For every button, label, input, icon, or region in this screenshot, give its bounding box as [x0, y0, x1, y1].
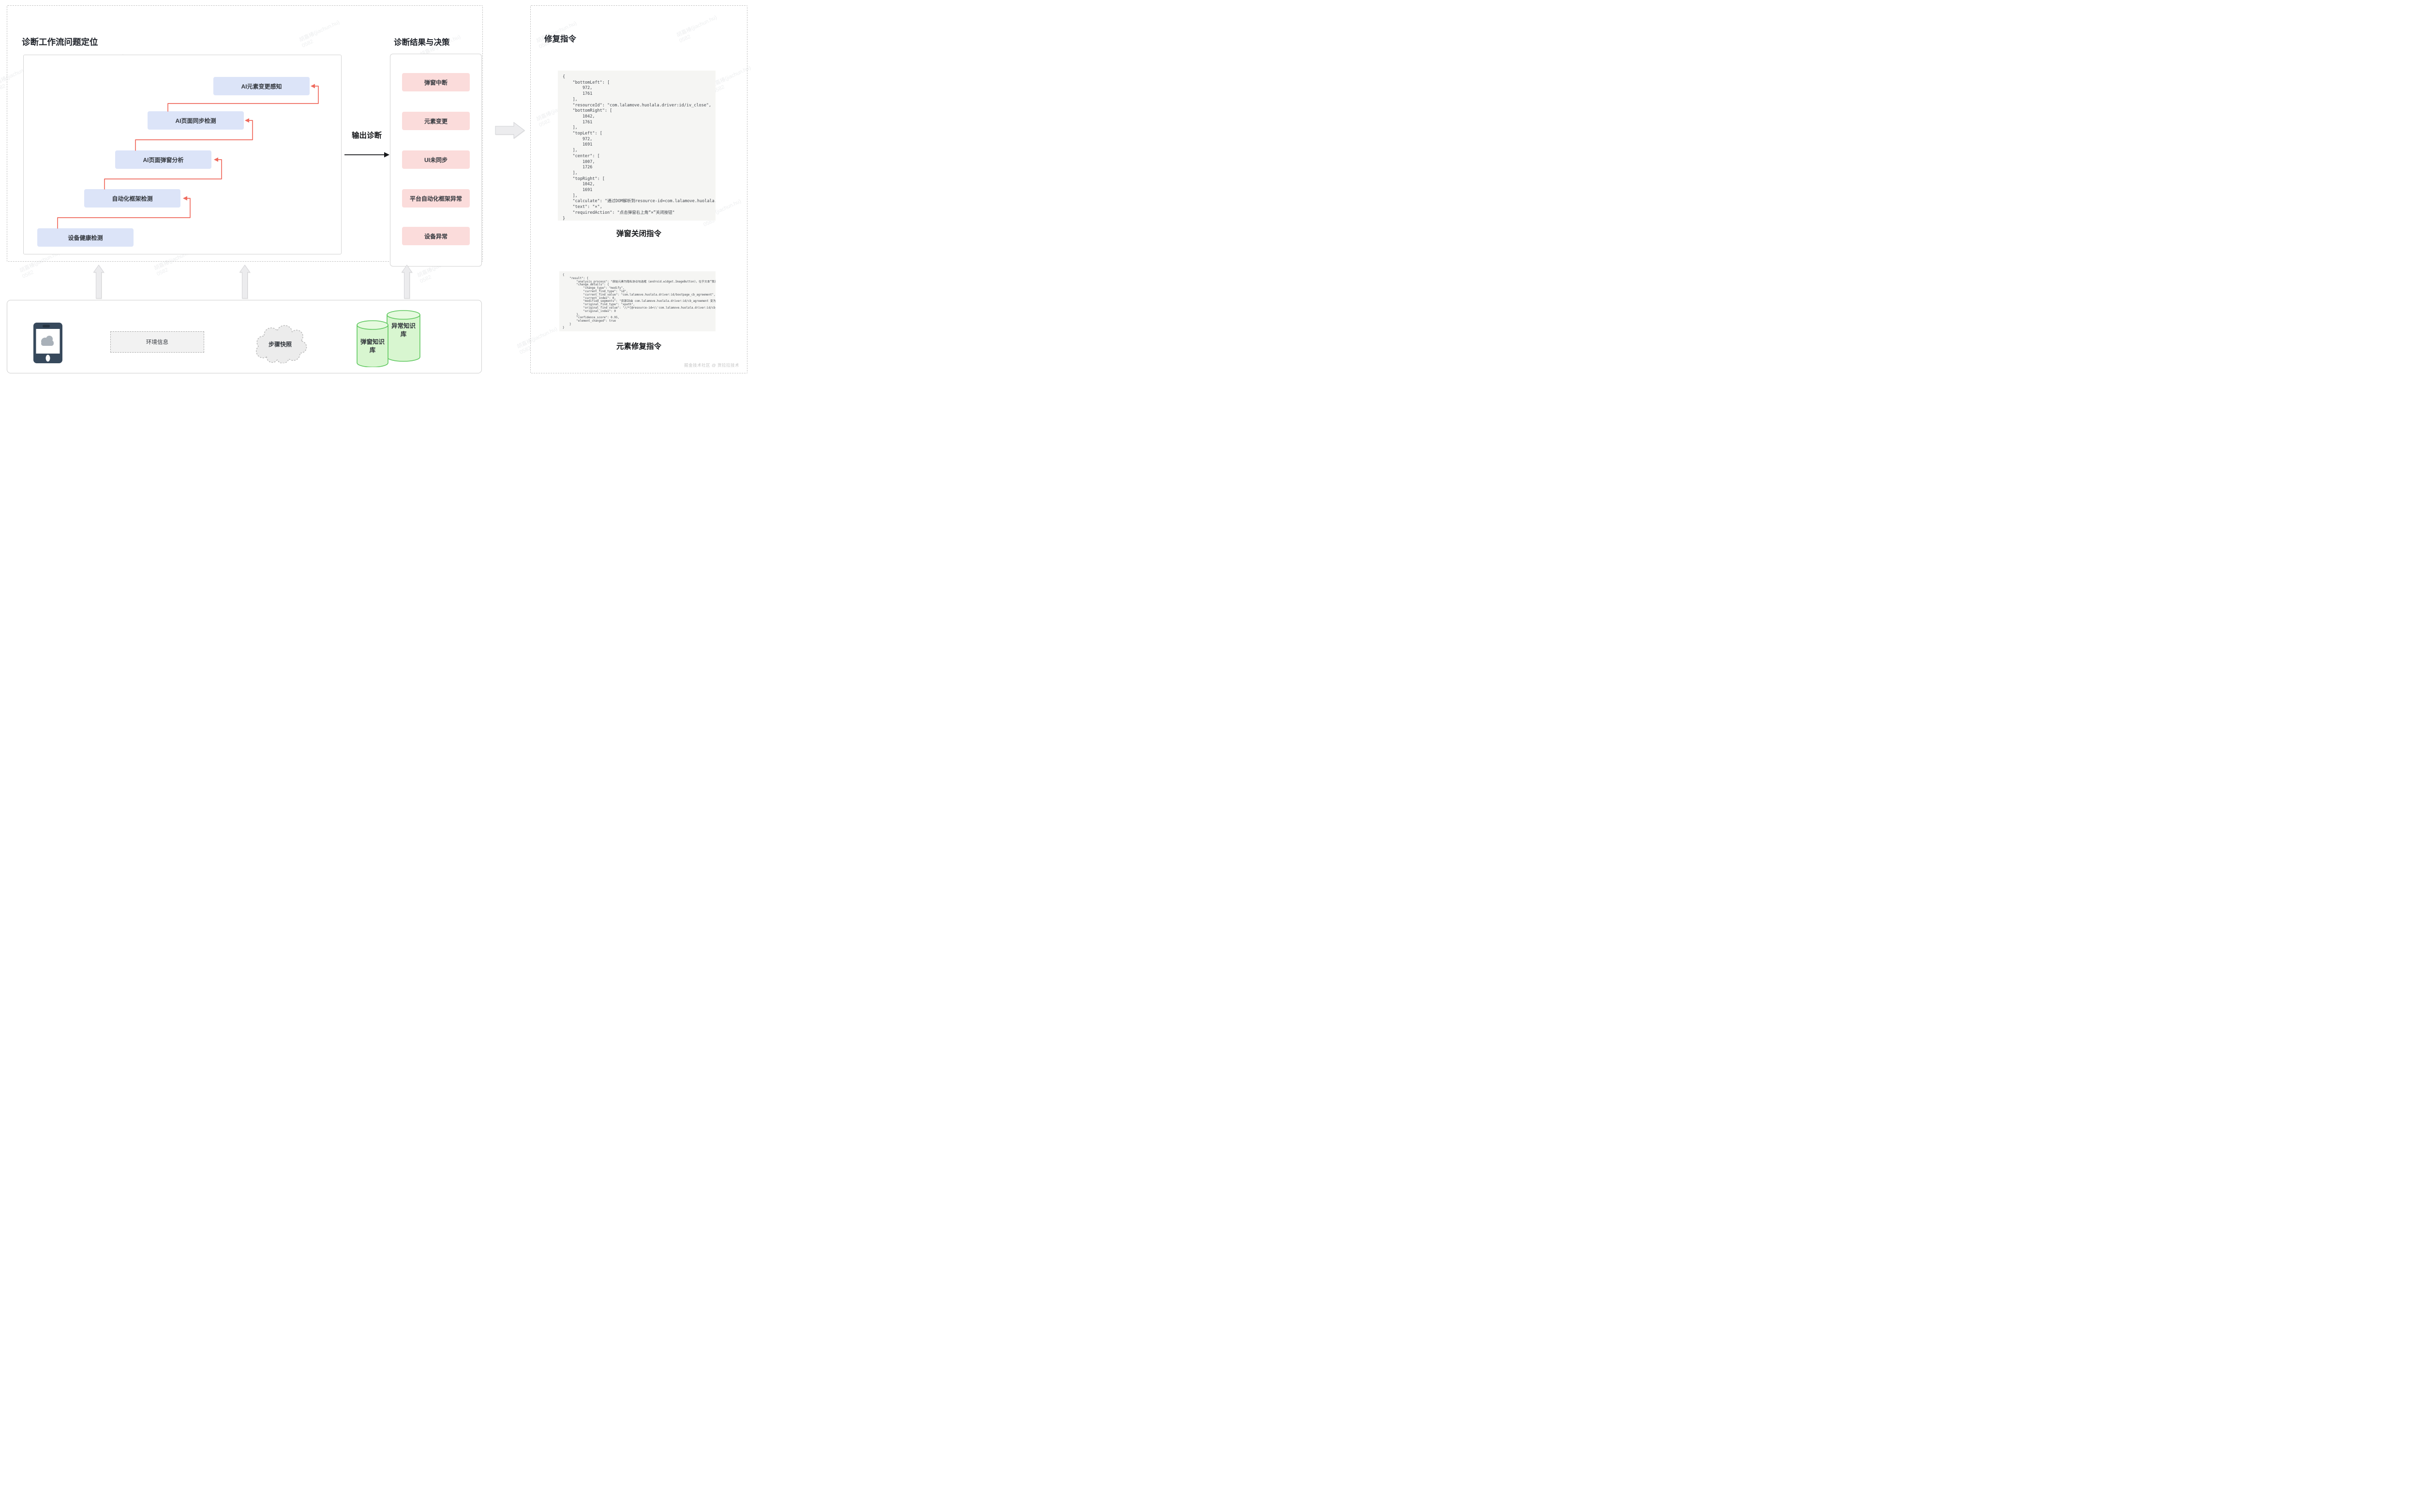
result-ui-not-synced: UI未同步 [402, 150, 470, 169]
step-snapshot-cloud: 步骤快照 [252, 323, 308, 364]
diagram-canvas: 胡嘉椿(jiachun.hu) 0582 胡嘉椿(jiachun.hu) 058… [0, 0, 755, 378]
step-ai-element-change-detect: AI元素变更感知 [213, 77, 310, 95]
cloud-on-screen-icon [41, 336, 54, 346]
step-automation-frame-detect: 自动化框架检测 [84, 189, 180, 208]
repair-title: 修复指令 [544, 34, 576, 44]
popup-kb-cylinder-icon [357, 320, 388, 367]
workflow-panel: AI元素变更感知 AI页面同步检测 AI页面弹窗分析 自动化框架检测 设备健康检… [23, 55, 342, 254]
output-diagnosis-label: 输出诊断 [351, 132, 382, 140]
element-repair-json: { "result": { "analysis_process": "原始元素为… [563, 274, 716, 329]
right-block-arrow-icon [495, 122, 525, 139]
up-block-arrow-icon [401, 265, 413, 299]
result-popup-interrupt: 弹窗中断 [402, 73, 470, 91]
popup-close-label: 弹窗关闭指令 [616, 230, 661, 238]
context-panel: 环境信息 步骤快照 异常知识库 弹窗知识库 [7, 300, 482, 373]
step-ai-popup-analysis: AI页面弹窗分析 [115, 150, 211, 169]
popup-kb-label: 弹窗知识库 [360, 339, 385, 354]
up-block-arrow-icon [239, 265, 251, 299]
environment-info-label: 环境信息 [146, 340, 168, 345]
popup-close-code-block: { "bottomLeft": [ 972, 1761 ], "resource… [558, 71, 716, 221]
element-repair-code-block: { "result": { "analysis_process": "原始元素为… [559, 271, 716, 331]
output-arrow-icon [344, 152, 389, 158]
element-repair-label: 元素修复指令 [616, 342, 661, 351]
step-snapshot-label: 步骤快照 [268, 341, 292, 348]
popup-close-json: { "bottomLeft": [ 972, 1761 ], "resource… [563, 74, 716, 221]
footer-credit: 掘金技术社区 @ 货拉拉技术 [684, 363, 739, 368]
step-ai-page-sync-detect: AI页面同步检测 [148, 111, 244, 130]
exception-kb-cylinder-icon [387, 310, 420, 362]
repair-section: 修复指令 { "bottomLeft": [ 972, 1761 ], "res… [530, 5, 747, 373]
decision-title: 诊断结果与决策 [394, 38, 450, 47]
exception-kb-label: 异常知识库 [391, 323, 416, 338]
phone-icon [33, 323, 62, 363]
cloud-icon [256, 325, 307, 364]
knowledge-base-cylinders [357, 310, 420, 367]
environment-info-box: 环境信息 [110, 331, 204, 353]
result-device-error: 设备异常 [402, 227, 470, 245]
result-element-change: 元素变更 [402, 112, 470, 130]
workflow-title: 诊断工作流问题定位 [22, 37, 98, 47]
decision-panel: 弹窗中断 元素变更 UI未同步 平台自动化框架异常 设备异常 [390, 54, 482, 267]
step-device-health-detect: 设备健康检测 [37, 228, 134, 247]
result-platform-frame-error: 平台自动化框架异常 [402, 189, 470, 208]
up-block-arrows [93, 265, 413, 299]
diagnosis-section: 诊断工作流问题定位 AI元素变更感知 AI页面同步检测 AI页面弹窗分析 自动化… [7, 5, 483, 267]
up-block-arrow-icon [93, 265, 105, 299]
